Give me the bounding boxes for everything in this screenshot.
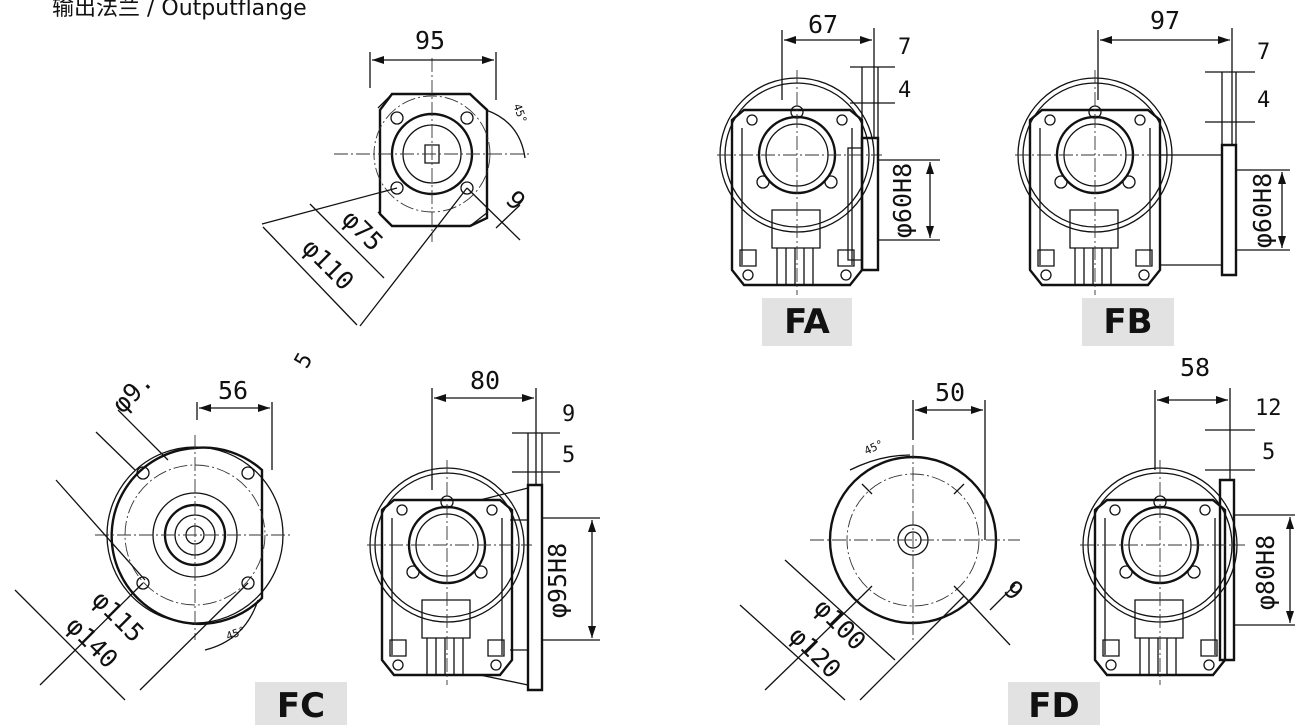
fb-label: FB (1082, 298, 1174, 346)
fa-front-view (262, 52, 532, 326)
fd-label: FD (1008, 682, 1100, 725)
fd-side-width-dim: 58 (1180, 353, 1211, 382)
fd-thickness-dim: 12 (1255, 396, 1282, 421)
fd-pilot-dim: φ80H8 (1251, 534, 1281, 611)
fc-step-dim: 5 (562, 443, 576, 468)
fa-label: FA (762, 298, 852, 346)
fd-front-view (740, 400, 1020, 700)
fd-front-offset-dim: 50 (935, 378, 966, 407)
fa-side-view (715, 28, 940, 297)
fa-pilot-dim: φ60H8 (888, 162, 918, 239)
fc-pilot-dim: φ95H8 (543, 542, 573, 619)
fc-label: FC (255, 682, 347, 725)
fc-side-width-dim: 80 (470, 366, 501, 395)
fb-pilot-dim: φ60H8 (1248, 172, 1278, 249)
fa-side-width-dim: 67 (808, 10, 839, 39)
fb-side-view (1013, 28, 1290, 297)
fa-step-dim: 4 (898, 78, 912, 103)
fa-front-offset-dim: 95 (415, 26, 446, 55)
fd-step-dim: 5 (1262, 440, 1276, 465)
fc-front-offset-dim: 56 (218, 376, 249, 405)
fc-side-view (365, 388, 600, 690)
fd-side-view (1078, 388, 1295, 687)
fc-thickness-dim: 9 (562, 402, 576, 427)
fc-front-view (15, 402, 290, 700)
sheet-heading: 输出法兰 / Outputflange (52, 0, 307, 21)
fb-thickness-dim: 7 (1257, 40, 1271, 65)
fa-thickness-dim: 7 (898, 35, 912, 60)
fb-side-width-dim: 97 (1150, 6, 1181, 35)
fb-step-dim: 4 (1257, 88, 1271, 113)
